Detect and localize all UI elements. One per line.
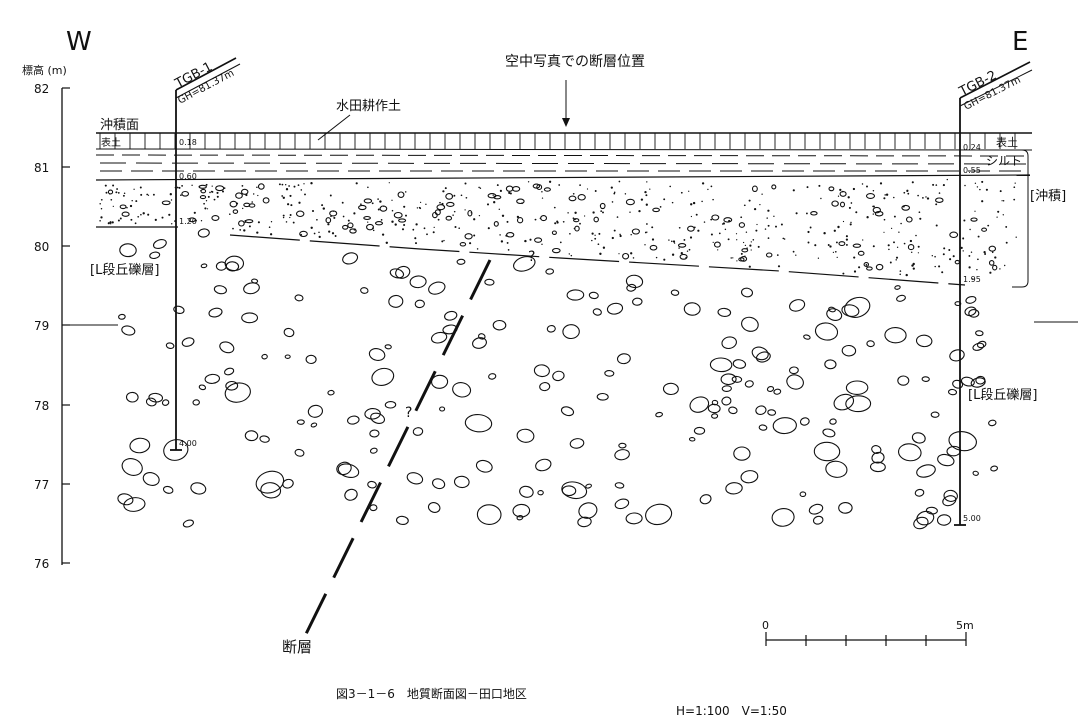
topsoil-label-right: 表土 [996, 135, 1018, 149]
aerial-fault-label: 空中写真での断層位置 [505, 54, 645, 70]
tick-label-77: 77 [34, 478, 49, 492]
scale-bar-end: 5m [956, 619, 974, 632]
borehole-1-depth-4: 4.00 [179, 439, 197, 448]
tick-label-82: 82 [34, 82, 49, 96]
tick-label-78: 78 [34, 399, 49, 413]
fault-question-lower: ? [405, 405, 412, 421]
borehole-1-depth-3: 1.20 [179, 217, 197, 226]
topsoil-label-left: 表土 [101, 136, 121, 149]
borehole-2-depth-2: 0.55 [963, 166, 981, 175]
scale-bar-start: 0 [762, 619, 769, 632]
silt-label: シルト [986, 154, 1022, 168]
paddy-soil-band [95, 132, 1033, 151]
tick-label-76: 76 [34, 557, 49, 571]
axis-ticks [62, 87, 70, 564]
borehole-1-depth-2: 0.60 [179, 172, 197, 181]
alluvium-label: [沖積] [1030, 189, 1066, 204]
axis-title: 標高 (m) [22, 63, 67, 77]
borehole-2-flag [959, 61, 1031, 99]
fault-trace [303, 259, 492, 637]
east-label: E [1012, 27, 1028, 57]
alluvium-bracket [1012, 149, 1029, 288]
paddy-soil-label: 水田耕作土 [336, 98, 401, 114]
borehole-2-depth-1: 0.24 [963, 143, 981, 152]
scale-ratio: H=1:100 V=1:50 [676, 704, 787, 718]
borehole-1-flag-lower [175, 63, 241, 99]
borehole-1-depth-1: 0.18 [179, 138, 197, 147]
terrace-gravel-pebbles [107, 183, 999, 530]
tick-label-81: 81 [34, 161, 49, 175]
terrace-label-right: [L段丘礫層] [968, 387, 1037, 403]
scale-bar [765, 632, 967, 646]
alluvial-surface-label: 沖積面 [100, 118, 139, 133]
alluvium-sand-dots [99, 178, 1017, 280]
alluvium-top-boundary [95, 174, 1031, 181]
borehole-tgb-1: TGB-1 GH=81.37m 0.18 0.60 1.20 4.00 [170, 57, 241, 451]
borehole-2-flag-lower [959, 69, 1033, 107]
west-label: W [66, 27, 92, 57]
borehole-2-depth-4: 5.00 [963, 514, 981, 523]
tick-label-79: 79 [34, 319, 49, 333]
borehole-tgb-2: TGB-2 GH=81.37m 0.24 0.55 1.95 5.00 [954, 61, 1033, 526]
borehole-2-depth-3: 1.95 [963, 275, 981, 284]
alluvium-base-boundary [229, 234, 966, 286]
tick-label-80: 80 [34, 240, 49, 254]
aerial-fault-arrowhead [562, 118, 570, 127]
fault-question-upper: ? [528, 249, 535, 265]
silt-layer [95, 154, 1031, 172]
fault-label: 断層 [282, 638, 312, 656]
paddy-soil-leader [317, 114, 351, 141]
figure-caption: 図3－1－6 地質断面図－田口地区 [336, 686, 527, 701]
terrace-label-left: [L段丘礫層] [90, 262, 159, 278]
borehole-1-flag [175, 57, 237, 91]
